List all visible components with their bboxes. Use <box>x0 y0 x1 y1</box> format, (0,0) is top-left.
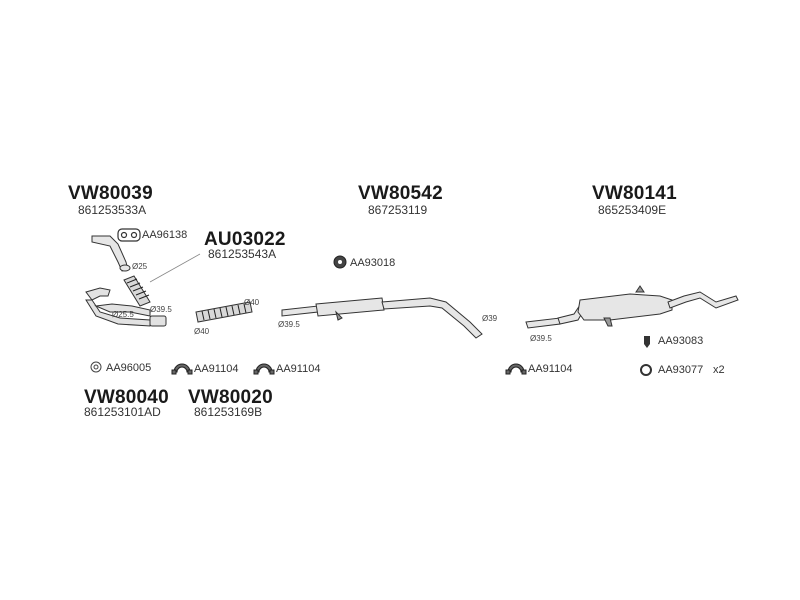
group-code-vw80542: VW80542 <box>358 183 443 204</box>
part-label-hanger: AA93083 <box>658 335 704 347</box>
clamp-icon <box>171 363 193 375</box>
middle-pipe-icon <box>281 297 483 339</box>
dimension-label: Ø40 <box>244 298 260 307</box>
group-code-vw80141: VW80141 <box>592 183 677 204</box>
hanger-icon <box>644 336 650 348</box>
dimension-label: Ø39.5 <box>278 320 300 329</box>
group-code-vw80039: VW80039 <box>68 183 153 204</box>
dimension-label: Ø39.5 <box>150 305 172 314</box>
part-number-861253169b: 861253169B <box>194 405 263 419</box>
part-label-clamp: AA91104 <box>276 363 321 375</box>
part-label-clamp: AA91104 <box>528 363 573 375</box>
dimension-label: Ø40 <box>194 327 210 336</box>
part-number-865253409e: 865253409E <box>598 203 667 217</box>
group-code-vw80020: VW80020 <box>188 387 273 408</box>
ring-icon <box>640 364 652 376</box>
part-label-clamp: AA91104 <box>194 363 239 375</box>
bracket-icon <box>333 255 347 269</box>
seal-icon <box>90 361 102 373</box>
part-label-bracket: AA93018 <box>350 257 396 269</box>
rear-silencer-icon <box>525 285 739 329</box>
part-number-861253533a: 861253533A <box>78 203 147 217</box>
clamp-icon <box>505 363 527 375</box>
front-pipe-upper <box>91 235 131 272</box>
group-code-au03022: AU03022 <box>204 229 286 250</box>
dimension-label: Ø39 <box>482 314 498 323</box>
flex-pipe-icon <box>123 275 151 307</box>
dimension-label: Ø39.5 <box>530 334 552 343</box>
part-number-867253119: 867253119 <box>368 203 428 217</box>
dimension-label: Ø25 <box>132 262 148 271</box>
part-label-ring: AA93077 <box>658 364 704 376</box>
part-label-seal: AA96005 <box>106 362 152 374</box>
part-number-861253101ad: 861253101AD <box>84 405 161 419</box>
gasket-icon <box>117 228 141 242</box>
dimension-label: Ø25.5 <box>112 310 134 319</box>
flex-tube-icon <box>195 301 253 323</box>
part-number-861253543a: 861253543A <box>208 247 277 261</box>
part-label-ring-qty: x2 <box>713 364 725 376</box>
group-code-vw80040: VW80040 <box>84 387 169 408</box>
clamp-icon <box>253 363 275 375</box>
downpipe-icon <box>85 287 167 327</box>
part-label-gasket: AA96138 <box>142 229 188 241</box>
leader-line <box>149 253 201 283</box>
